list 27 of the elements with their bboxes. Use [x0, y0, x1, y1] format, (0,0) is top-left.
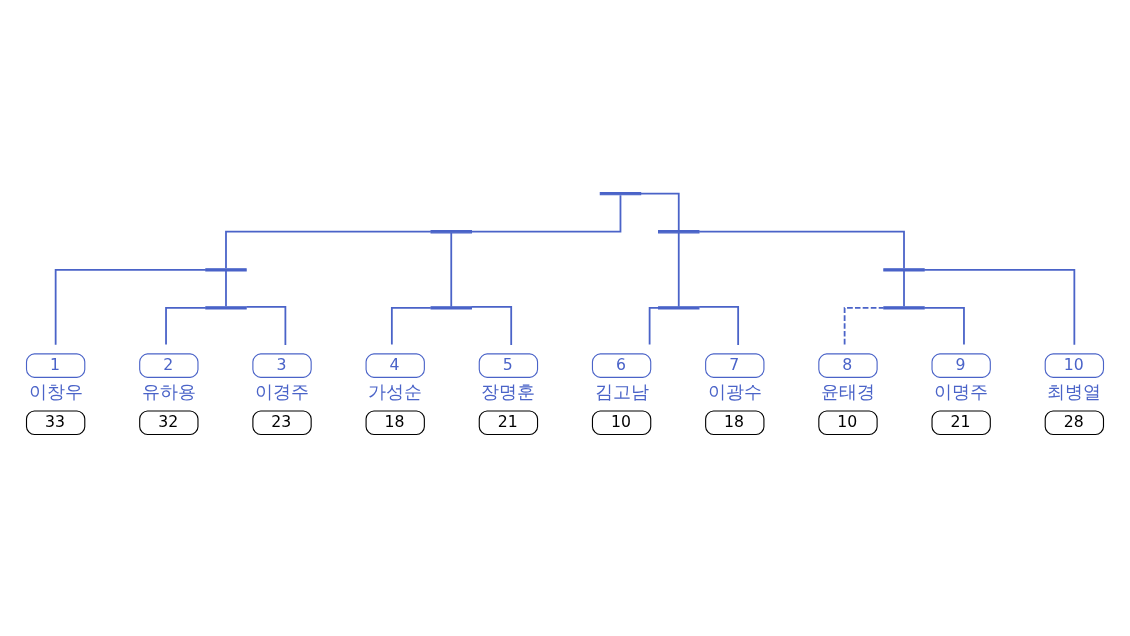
node-bar: [599, 191, 642, 196]
node-bar: [205, 306, 247, 310]
node-bar: [883, 268, 925, 272]
node-bar: [430, 306, 472, 310]
connector: [843, 307, 885, 346]
connector: [923, 268, 1076, 346]
node-bar: [430, 230, 472, 234]
connector: [225, 270, 227, 308]
connector: [470, 194, 622, 233]
connector: [677, 231, 680, 308]
node-bar: [205, 268, 247, 272]
connector: [165, 307, 207, 346]
connector: [639, 192, 680, 231]
connector: [54, 268, 207, 346]
connector: [648, 307, 660, 346]
connector: [698, 305, 740, 346]
connector: [470, 305, 513, 346]
connector: [698, 230, 905, 270]
connector: [450, 231, 453, 308]
connector: [390, 307, 432, 346]
node-bar: [658, 230, 700, 234]
node-bar: [658, 306, 700, 310]
connector: [903, 270, 905, 308]
connector: [245, 305, 287, 346]
connector: [923, 307, 965, 346]
node-bar: [883, 306, 925, 310]
connector: [225, 230, 432, 270]
